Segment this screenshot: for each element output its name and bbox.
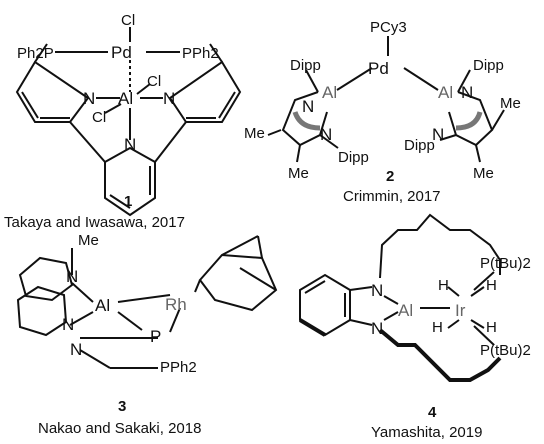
atom-dipp: Dipp bbox=[473, 57, 504, 74]
structure-1-labels: Cl Pd Ph2P PPh2 Cl Cl Al N N N bbox=[17, 12, 219, 154]
compound-number: 3 bbox=[118, 398, 127, 415]
structure-1 bbox=[15, 27, 242, 217]
atom-dipp: Dipp bbox=[290, 57, 321, 74]
atom-dipp: Dipp bbox=[404, 137, 435, 154]
compound-number: 2 bbox=[386, 168, 395, 185]
atom-cl: Cl bbox=[92, 109, 106, 126]
atom-n: N bbox=[461, 83, 473, 102]
compound-caption: Nakao and Sakaki, 2018 bbox=[38, 420, 202, 437]
atom-me: Me bbox=[473, 165, 494, 182]
atom-pph2: Ph2P bbox=[17, 45, 54, 62]
atom-n: N bbox=[371, 281, 383, 300]
structure-4-labels: N N Al Ir P(tBu)2 P(tBu)2 H H H H bbox=[371, 255, 531, 359]
structure-4-bold-benzene bbox=[298, 318, 327, 337]
atom-n: N bbox=[124, 135, 136, 154]
structure-2-backbone-grey bbox=[292, 111, 483, 131]
compound-number: 1 bbox=[124, 193, 133, 210]
atom-cl: Cl bbox=[121, 12, 135, 29]
atom-h: H bbox=[432, 319, 443, 336]
atom-h: H bbox=[486, 277, 497, 294]
atom-n: N bbox=[70, 340, 82, 359]
atom-p: P bbox=[150, 327, 161, 346]
atom-n: N bbox=[163, 89, 175, 108]
atom-n: N bbox=[371, 319, 383, 338]
atom-p: P(tBu)2 bbox=[480, 342, 531, 359]
atom-pcy3: PCy3 bbox=[370, 19, 407, 36]
structure-2 bbox=[267, 36, 505, 163]
atom-h: H bbox=[438, 277, 449, 294]
structure-4 bbox=[299, 213, 501, 346]
atom-h: H bbox=[486, 319, 497, 336]
atom-n: N bbox=[62, 315, 74, 334]
atom-al: Al bbox=[95, 296, 110, 315]
atom-ir: Ir bbox=[455, 301, 466, 320]
atom-al: Al bbox=[118, 89, 133, 108]
atom-rh: Rh bbox=[165, 295, 187, 314]
atom-me: Me bbox=[288, 165, 309, 182]
structure-2-labels: PCy3 Pd Al Al Dipp Dipp Dipp Dipp Me Me … bbox=[244, 19, 521, 182]
atom-me: Me bbox=[244, 125, 265, 142]
atom-n: N bbox=[320, 125, 332, 144]
atom-me: Me bbox=[500, 95, 521, 112]
compound-number: 4 bbox=[428, 404, 437, 421]
compound-caption: Takaya and Iwasawa, 2017 bbox=[4, 214, 185, 231]
atom-pd: Pd bbox=[368, 59, 389, 78]
atom-dipp: Dipp bbox=[338, 149, 369, 166]
structure-4-bold-chain bbox=[378, 328, 502, 382]
atom-pd: Pd bbox=[111, 43, 132, 62]
atom-n: N bbox=[83, 89, 95, 108]
atom-al: Al bbox=[322, 83, 337, 102]
atom-pph2: PPh2 bbox=[160, 359, 197, 376]
atom-me: Me bbox=[78, 232, 99, 249]
compound-caption: Yamashita, 2019 bbox=[371, 424, 483, 441]
atom-n: N bbox=[66, 267, 78, 286]
atom-n: N bbox=[302, 97, 314, 116]
structure-3-labels: Me N Al Rh P N N PPh2 bbox=[62, 232, 197, 376]
atom-al: Al bbox=[438, 83, 453, 102]
compound-caption: Crimmin, 2017 bbox=[343, 188, 441, 205]
atom-cl: Cl bbox=[147, 73, 161, 90]
structure-3 bbox=[16, 235, 278, 369]
atom-pph2: PPh2 bbox=[182, 45, 219, 62]
atom-p: P(tBu)2 bbox=[480, 255, 531, 272]
atom-n: N bbox=[432, 125, 444, 144]
atom-al: Al bbox=[398, 301, 413, 320]
